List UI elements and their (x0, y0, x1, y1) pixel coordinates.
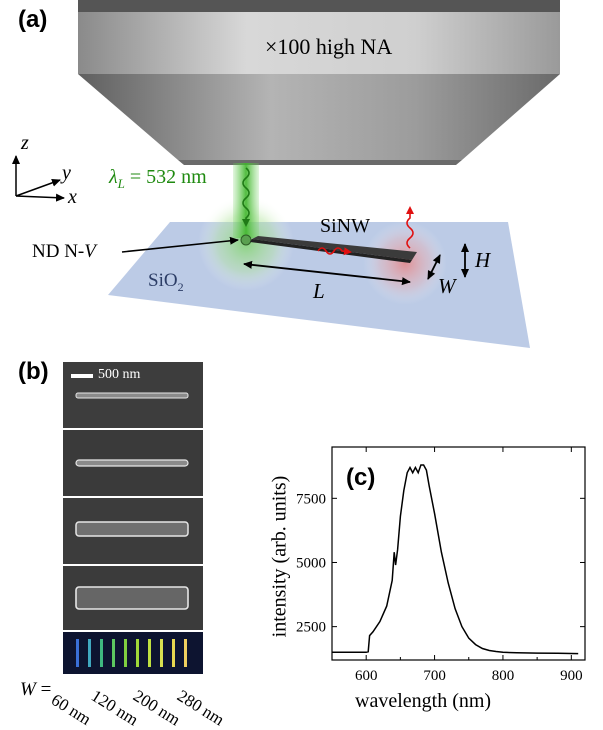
substrate-label: SiO2 (148, 270, 184, 294)
chart-xlabel: wavelength (nm) (355, 690, 492, 712)
width-prefix: W = (20, 679, 52, 700)
x-tick-label: 800 (492, 668, 515, 684)
laser-wavelength-label: λL = 532 nm (109, 166, 207, 192)
x-tick-label: 600 (355, 668, 378, 684)
y-tick-label: 7500 (296, 491, 326, 507)
sem-wire-120 (75, 459, 189, 467)
spectrum-chart: 600 700 800 900 2500 5000 7500 (c) (296, 446, 586, 684)
spectrum-line (332, 464, 579, 655)
objective-label: ×100 high NA (265, 34, 393, 59)
width-label: W (438, 274, 456, 298)
y-tick-label: 2500 (296, 620, 326, 636)
laser-value: = 532 nm (124, 166, 207, 188)
laser-subscript: L (117, 176, 125, 191)
sem-wire-280 (75, 586, 189, 610)
width-arrow (427, 254, 441, 280)
emission-wave-arrow (406, 206, 414, 249)
sem-image-stack (63, 362, 203, 630)
sem-wire-200 (75, 521, 189, 537)
chart-frame (331, 446, 586, 661)
length-arrow (243, 260, 411, 286)
sinw-label: SiNW (320, 215, 370, 237)
scale-bar (71, 374, 93, 378)
objective-lens (78, 0, 560, 165)
height-label: H (475, 248, 491, 272)
nd-label: ND N-V (32, 241, 96, 262)
x-tick-label: 700 (423, 668, 446, 684)
guided-wave (317, 247, 352, 256)
scale-bar-label: 500 nm (98, 367, 141, 382)
axis-x-label: x (68, 186, 77, 208)
axis-y-label: y (62, 162, 71, 184)
length-label: L (313, 279, 325, 303)
nd-pointer-arrow (121, 236, 239, 253)
panel-b-label: (b) (18, 358, 49, 385)
width-prefix-equals: = (35, 679, 52, 700)
sem-wire-60 (75, 392, 189, 399)
nanodiamond (240, 234, 252, 246)
axis-z-label: z (21, 132, 29, 154)
panel-c-label: (c) (346, 464, 375, 491)
laser-wave-arrow (242, 167, 250, 227)
panel-a-label: (a) (18, 6, 48, 33)
red-glow (363, 221, 447, 305)
x-tick-label: 900 (560, 668, 583, 684)
pl-color-strip (63, 632, 203, 674)
coordinate-axes (12, 155, 65, 202)
laser-beam (233, 163, 259, 238)
y-tick-label: 5000 (296, 555, 326, 571)
laser-lambda: λ (109, 166, 118, 188)
chart-ylabel: intensity (arb. units) (268, 475, 291, 638)
nanowire (252, 236, 417, 260)
